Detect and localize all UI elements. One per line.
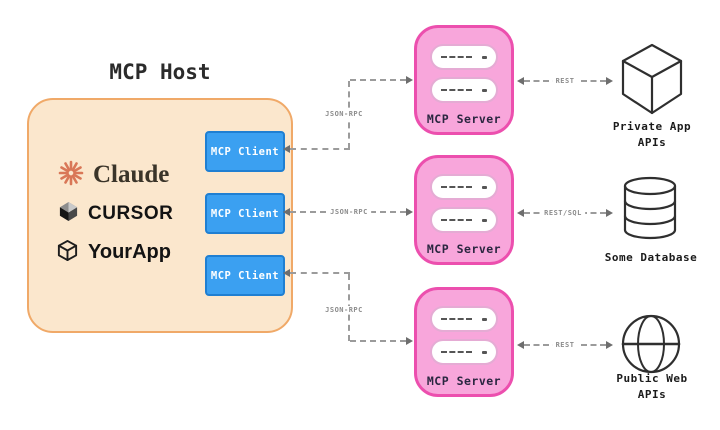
server-vent-line <box>441 219 472 221</box>
claude-wordmark: Claude <box>93 161 170 188</box>
mcp-client-2-label: MCP Client <box>210 207 280 220</box>
arrowhead-right-icon <box>406 208 413 216</box>
mcp-client-3-label: MCP Client <box>210 269 280 282</box>
server-vent-line <box>441 56 472 58</box>
database-icon <box>622 176 678 244</box>
resource-3-line1: Public Web <box>616 372 688 385</box>
resource-1-line1: Private App <box>612 120 692 133</box>
cube-icon <box>618 42 686 120</box>
arrowhead-right-icon <box>406 76 413 84</box>
dashed-line <box>290 272 350 274</box>
server-unit-icon <box>430 339 498 365</box>
dashed-line <box>290 148 350 150</box>
server-vent-line <box>441 318 472 320</box>
arrowhead-left-icon <box>517 209 524 217</box>
resource-3-line2: APIs <box>637 388 667 401</box>
arrowhead-left-icon <box>517 341 524 349</box>
app-row-cursor: CURSOR <box>58 201 173 226</box>
server-led-dot <box>482 318 487 321</box>
protocol-label: JSON-RPC <box>322 110 366 118</box>
claude-starburst-icon <box>58 160 84 190</box>
yourapp-wordmark: YourApp <box>88 241 171 263</box>
package-cube-icon <box>56 239 79 266</box>
arrowhead-right-icon <box>606 341 613 349</box>
arrowhead-left-icon <box>283 145 290 153</box>
mcp-client-1: MCP Client <box>205 131 285 172</box>
resource-2-label: Some Database <box>586 250 716 266</box>
server-unit-icon <box>430 44 498 70</box>
protocol-label: REST/SQL <box>541 209 585 217</box>
resource-1-line2: APIs <box>637 136 667 149</box>
mcp-server-2-label: MCP Server <box>426 242 502 256</box>
server-unit-icon <box>430 77 498 103</box>
protocol-label: REST <box>552 77 578 85</box>
mcp-client-1-label: MCP Client <box>210 145 280 158</box>
host-title: MCP Host <box>109 60 211 84</box>
mcp-server-2: MCP Server <box>414 155 514 265</box>
resource-2-line1: Some Database <box>604 251 698 264</box>
server-vent-line <box>441 351 472 353</box>
arrowhead-right-icon <box>606 77 613 85</box>
mcp-server-1-label: MCP Server <box>426 112 502 126</box>
app-row-yourapp: YourApp <box>56 239 171 266</box>
mcp-server-1: MCP Server <box>414 25 514 135</box>
server-led-dot <box>482 89 487 92</box>
mcp-host-box: Claude CURSOR YourApp <box>27 98 293 333</box>
cursor-cube-icon <box>58 201 79 226</box>
arrowhead-left-icon <box>283 208 290 216</box>
mcp-client-3: MCP Client <box>205 255 285 296</box>
mcp-server-3-label: MCP Server <box>426 374 502 388</box>
dashed-line <box>350 340 406 342</box>
resource-3-label: Public Web APIs <box>586 371 718 403</box>
server-unit-icon <box>430 174 498 200</box>
server-unit-icon <box>430 306 498 332</box>
server-led-dot <box>482 351 487 354</box>
globe-icon <box>620 313 682 379</box>
arrowhead-right-icon <box>406 337 413 345</box>
server-unit-icon <box>430 207 498 233</box>
server-led-dot <box>482 186 487 189</box>
mcp-server-3: MCP Server <box>414 287 514 397</box>
app-row-claude: Claude <box>58 160 169 190</box>
arrowhead-left-icon <box>517 77 524 85</box>
server-vent-line <box>441 89 472 91</box>
mcp-client-2: MCP Client <box>205 193 285 234</box>
server-vent-line <box>441 186 472 188</box>
cursor-wordmark: CURSOR <box>88 202 174 224</box>
dashed-line <box>350 79 406 81</box>
server-led-dot <box>482 56 487 59</box>
resource-1-label: Private App APIs <box>586 119 718 151</box>
protocol-label: REST <box>552 341 578 349</box>
server-led-dot <box>482 219 487 222</box>
arrowhead-right-icon <box>606 209 613 217</box>
arrowhead-left-icon <box>283 269 290 277</box>
protocol-label: JSON-RPC <box>322 306 366 314</box>
protocol-label: JSON-RPC <box>327 208 371 216</box>
